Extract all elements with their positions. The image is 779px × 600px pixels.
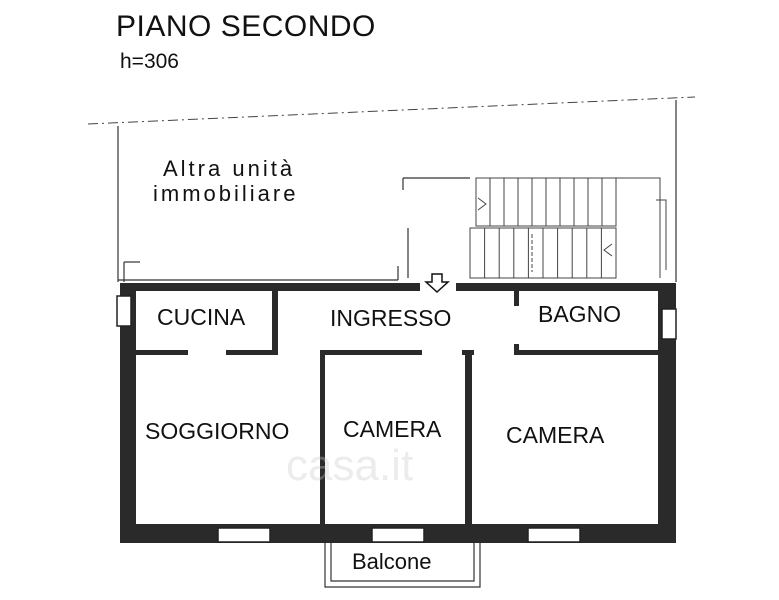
balcony	[324, 543, 481, 588]
entrance-arrow-icon	[424, 273, 450, 294]
interior-walls	[136, 288, 658, 524]
height-label: h=306	[120, 50, 179, 73]
staircase	[469, 177, 667, 279]
neighbor-label-line2: immobiliare	[153, 181, 298, 206]
neighbor-label-line1: Altra unità	[163, 156, 295, 181]
watermark: casa.it	[286, 441, 413, 490]
windows	[116, 295, 677, 543]
room-label-balcone: Balcone	[352, 549, 432, 574]
room-label-soggiorno: SOGGIORNO	[145, 418, 289, 444]
neighbor-unit-outline	[117, 100, 677, 282]
room-label-camera-2: CAMERA	[506, 422, 605, 448]
plan-title: PIANO SECONDO	[116, 10, 376, 43]
boundary-line	[87, 96, 696, 125]
room-label-camera-1: CAMERA	[343, 416, 442, 442]
room-label-cucina: CUCINA	[157, 304, 246, 330]
room-label-ingresso: INGRESSO	[330, 305, 451, 331]
room-label-bagno: BAGNO	[538, 301, 621, 327]
